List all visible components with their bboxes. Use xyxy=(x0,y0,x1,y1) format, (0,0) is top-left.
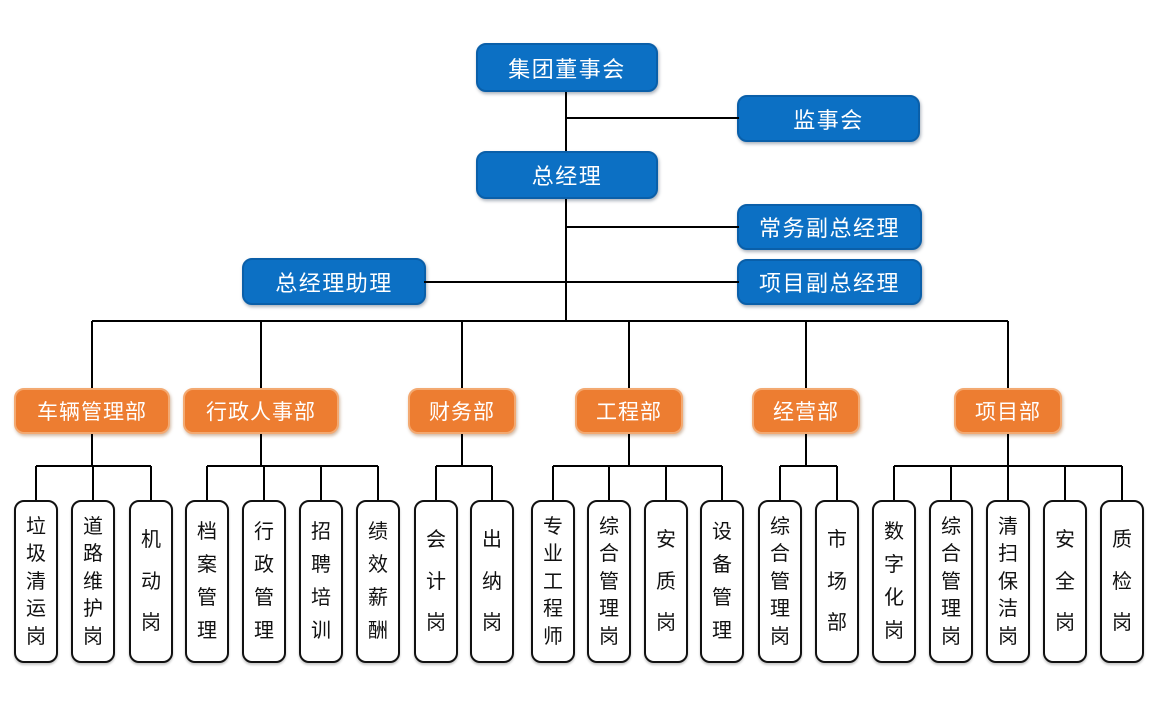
connector-line xyxy=(665,466,667,500)
connector-line xyxy=(92,320,1008,322)
connector-line xyxy=(566,117,739,119)
position-node: 综合管理岗 xyxy=(587,500,631,663)
connector-line xyxy=(1007,434,1009,466)
position-label: 清扫保洁岗 xyxy=(998,515,1018,648)
connector-line xyxy=(320,466,322,500)
position-node: 道路维护岗 xyxy=(71,500,115,663)
connector-line xyxy=(260,434,262,466)
position-node: 出纳岗 xyxy=(470,500,514,663)
connector-line xyxy=(552,466,554,500)
connector-line xyxy=(608,466,610,500)
position-label: 数字化岗 xyxy=(884,521,904,642)
connector-line xyxy=(565,199,567,322)
connector-line xyxy=(565,92,567,151)
position-label: 招聘培训 xyxy=(311,521,331,642)
position-label: 绩效薪酬 xyxy=(368,521,388,642)
position-node: 质检岗 xyxy=(1100,500,1144,663)
connector-line xyxy=(150,466,152,500)
position-node: 行政管理 xyxy=(242,500,286,663)
position-node: 安全岗 xyxy=(1043,500,1087,663)
connector-line xyxy=(91,434,93,466)
supervisory-board-node: 监事会 xyxy=(737,95,920,142)
position-node: 会计岗 xyxy=(414,500,458,663)
connector-line xyxy=(553,465,722,467)
position-label: 道路维护岗 xyxy=(83,515,103,648)
position-label: 综合管理岗 xyxy=(599,515,619,648)
connector-line xyxy=(805,321,807,388)
position-label: 设备管理 xyxy=(712,521,732,642)
connector-line xyxy=(1007,466,1009,500)
position-node: 机动岗 xyxy=(129,500,173,663)
connector-line xyxy=(424,281,739,283)
connector-line xyxy=(1064,466,1066,500)
position-label: 质检岗 xyxy=(1112,529,1132,634)
position-label: 市场部 xyxy=(827,529,847,634)
position-label: 综合管理岗 xyxy=(770,515,790,648)
position-node: 数字化岗 xyxy=(872,500,916,663)
executive-deputy-gm-node: 常务副总经理 xyxy=(737,204,922,250)
position-label: 机动岗 xyxy=(141,529,161,634)
position-node: 市场部 xyxy=(815,500,859,663)
position-label: 安质岗 xyxy=(656,529,676,634)
dept-project-node: 项目部 xyxy=(954,388,1062,434)
position-label: 综合管理岗 xyxy=(941,515,961,648)
position-node: 绩效薪酬 xyxy=(356,500,400,663)
position-label: 出纳岗 xyxy=(482,529,502,634)
position-node: 设备管理 xyxy=(700,500,744,663)
dept-admin-hr-node: 行政人事部 xyxy=(183,388,339,434)
position-node: 综合管理岗 xyxy=(758,500,802,663)
position-label: 档案管理 xyxy=(197,521,217,642)
position-label: 专业工程师 xyxy=(543,515,563,648)
connector-line xyxy=(92,466,94,500)
connector-line xyxy=(206,466,208,500)
connector-line xyxy=(893,466,895,500)
general-manager-node: 总经理 xyxy=(476,151,658,199)
connector-line xyxy=(263,466,265,500)
position-node: 垃圾清运岗 xyxy=(14,500,58,663)
position-node: 安质岗 xyxy=(644,500,688,663)
connector-line xyxy=(436,465,492,467)
board-of-directors-node: 集团董事会 xyxy=(476,43,658,92)
connector-line xyxy=(1007,321,1009,388)
connector-line xyxy=(950,466,952,500)
position-node: 综合管理岗 xyxy=(929,500,973,663)
connector-line xyxy=(805,434,807,466)
connector-line xyxy=(836,466,838,500)
connector-line xyxy=(91,321,93,388)
connector-line xyxy=(780,465,837,467)
connector-line xyxy=(35,466,37,500)
connector-line xyxy=(721,466,723,500)
connector-line xyxy=(628,434,630,466)
dept-operations-node: 经营部 xyxy=(752,388,860,434)
dept-engineering-node: 工程部 xyxy=(575,388,683,434)
position-label: 安全岗 xyxy=(1055,529,1075,634)
position-label: 行政管理 xyxy=(254,521,274,642)
connector-line xyxy=(377,466,379,500)
connector-line xyxy=(260,321,262,388)
connector-line xyxy=(491,466,493,500)
dept-finance-node: 财务部 xyxy=(408,388,516,434)
position-label: 会计岗 xyxy=(426,529,446,634)
position-node: 档案管理 xyxy=(185,500,229,663)
position-label: 垃圾清运岗 xyxy=(26,515,46,648)
connector-line xyxy=(779,466,781,500)
gm-assistant-node: 总经理助理 xyxy=(242,258,426,305)
position-node: 专业工程师 xyxy=(531,500,575,663)
position-node: 清扫保洁岗 xyxy=(986,500,1030,663)
dept-vehicle-management-node: 车辆管理部 xyxy=(14,388,170,434)
connector-line xyxy=(207,465,378,467)
connector-line xyxy=(566,226,739,228)
position-node: 招聘培训 xyxy=(299,500,343,663)
connector-line xyxy=(628,321,630,388)
connector-line xyxy=(461,321,463,388)
project-deputy-gm-node: 项目副总经理 xyxy=(737,259,922,305)
connector-line xyxy=(461,434,463,466)
connector-line xyxy=(435,466,437,500)
connector-line xyxy=(1121,466,1123,500)
